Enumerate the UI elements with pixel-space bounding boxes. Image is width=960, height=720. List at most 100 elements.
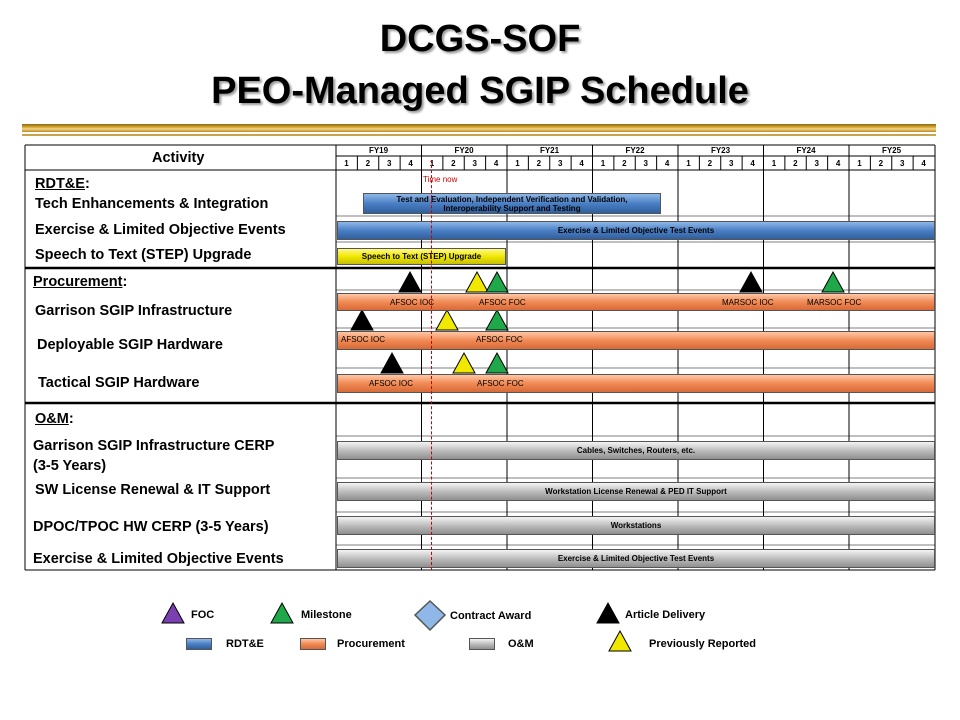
quarter-label: 3 bbox=[558, 159, 563, 168]
bar-sw-license: Workstation License Renewal & PED IT Sup… bbox=[337, 482, 935, 501]
garrison-afsoc-foc-label: AFSOC FOC bbox=[479, 298, 526, 307]
fy-header-label: FY20 bbox=[454, 146, 474, 155]
quarter-label: 4 bbox=[493, 159, 499, 168]
section-label-procurement: Procurement: bbox=[33, 274, 128, 290]
legend-foc-icon bbox=[161, 601, 185, 624]
deployable-article-delivery-marker bbox=[350, 308, 374, 331]
bar-dpoc: Workstations bbox=[337, 516, 935, 535]
tactical-afsoc-foc-label: AFSOC FOC bbox=[477, 379, 524, 388]
quarter-label: 1 bbox=[857, 159, 862, 168]
legend-previously-reported-label: Previously Reported bbox=[649, 638, 756, 650]
quarter-label: 4 bbox=[750, 159, 755, 168]
garrison-milestone-marker bbox=[485, 270, 509, 293]
quarter-label: 3 bbox=[472, 159, 477, 168]
fy-header-label: FY25 bbox=[881, 146, 902, 155]
tactical-afsoc-ioc-label: AFSOC IOC bbox=[369, 379, 414, 388]
row-label-cerp: Garrison SGIP Infrastructure CERP bbox=[33, 438, 275, 454]
quarter-label: 4 bbox=[408, 159, 413, 168]
legend-om-label: O&M bbox=[508, 638, 534, 650]
bar-exercise-rdte: Exercise & Limited Objective Test Events bbox=[337, 221, 935, 240]
row-label-tactical: Tactical SGIP Hardware bbox=[38, 375, 200, 391]
tactical-previously-reported-marker bbox=[452, 351, 476, 374]
bar-step: Speech to Text (STEP) Upgrade bbox=[337, 248, 506, 265]
quarter-label: 1 bbox=[771, 159, 777, 168]
garrison-marsoc-foc-label: MARSOC FOC bbox=[807, 298, 862, 307]
section-label-rdte: RDT&E: bbox=[35, 176, 90, 192]
quarter-label: 1 bbox=[515, 159, 520, 168]
legend-article-delivery-icon bbox=[596, 601, 620, 624]
time-now-label: Time now bbox=[423, 175, 458, 184]
fy-header-label: FY24 bbox=[796, 146, 816, 155]
quarter-label: 3 bbox=[729, 159, 734, 168]
garrison-article-delivery-marker bbox=[739, 270, 763, 293]
legend-rdte-label: RDT&E bbox=[226, 638, 264, 650]
quarter-label: 2 bbox=[622, 159, 627, 168]
legend-foc-label: FOC bbox=[191, 609, 215, 621]
garrison-article-delivery-marker bbox=[398, 270, 422, 293]
legend-om-swatch bbox=[469, 638, 495, 650]
bar-garrison bbox=[337, 293, 935, 311]
quarter-label: 1 bbox=[429, 159, 435, 168]
activity-header: Activity bbox=[152, 150, 205, 166]
garrison-milestone-marker bbox=[821, 270, 845, 293]
bar-deployable bbox=[337, 331, 935, 350]
page-title: DCGS-SOF bbox=[379, 18, 581, 60]
quarter-label: 3 bbox=[387, 159, 392, 168]
garrison-marsoc-ioc-label: MARSOC IOC bbox=[722, 298, 774, 307]
quarter-label: 3 bbox=[900, 159, 905, 168]
fy-header-label: FY23 bbox=[710, 146, 731, 155]
row-label-deployable: Deployable SGIP Hardware bbox=[37, 337, 223, 353]
fy-header-label: FY22 bbox=[625, 146, 645, 155]
row-label-sw-license: SW License Renewal & IT Support bbox=[35, 482, 271, 498]
fy-header-label: FY21 bbox=[539, 146, 560, 155]
legend-milestone-label: Milestone bbox=[301, 609, 352, 621]
milestone-markers bbox=[350, 270, 845, 374]
quarter-label: 4 bbox=[835, 159, 841, 168]
legend-rdte-swatch bbox=[186, 638, 212, 650]
title-divider-thin bbox=[22, 134, 936, 136]
row-label-step: Speech to Text (STEP) Upgrade bbox=[35, 247, 252, 263]
row-label-exercise-om: Exercise & Limited Objective Events bbox=[33, 551, 284, 567]
quarter-label: 2 bbox=[707, 159, 713, 168]
quarter-label: 1 bbox=[600, 159, 606, 168]
row-label-tech-enhancements: Tech Enhancements & Integration bbox=[35, 196, 269, 212]
deployable-milestone-marker bbox=[485, 308, 509, 331]
legend-procurement-swatch bbox=[300, 638, 326, 650]
quarter-label: 3 bbox=[643, 159, 648, 168]
quarter-label: 2 bbox=[451, 159, 456, 168]
legend-contract-award-label: Contract Award bbox=[450, 610, 532, 622]
bar-tech-enhancements: Test and Evaluation, Independent Verific… bbox=[363, 193, 661, 214]
quarter-label: 2 bbox=[793, 159, 798, 168]
grid-lines bbox=[24, 144, 936, 571]
legend-article-delivery-label: Article Delivery bbox=[625, 609, 706, 621]
legend-previously-reported-icon bbox=[608, 629, 632, 652]
bar-cerp: Cables, Switches, Routers, etc. bbox=[337, 441, 935, 460]
deployable-afsoc-foc-label: AFSOC FOC bbox=[476, 335, 523, 344]
legend-procurement-label: Procurement bbox=[337, 638, 405, 650]
quarter-label: 1 bbox=[686, 159, 691, 168]
quarter-label: 2 bbox=[878, 159, 884, 168]
section-label-om: O&M: bbox=[35, 411, 74, 427]
quarter-label: 1 bbox=[344, 159, 349, 168]
deployable-afsoc-ioc-label: AFSOC IOC bbox=[341, 335, 386, 344]
bar-exercise-om: Exercise & Limited Objective Test Events bbox=[337, 549, 935, 568]
garrison-afsoc-ioc-label: AFSOC IOC bbox=[390, 298, 435, 307]
row-label-dpoc: DPOC/TPOC HW CERP (3-5 Years) bbox=[33, 519, 269, 535]
quarter-label: 3 bbox=[814, 159, 819, 168]
row-label-exercise-rdte: Exercise & Limited Objective Events bbox=[35, 222, 286, 238]
quarter-label: 2 bbox=[365, 159, 371, 168]
tactical-article-delivery-marker bbox=[380, 351, 404, 374]
fy-header-label: FY19 bbox=[368, 146, 389, 155]
legend-contract-award-icon bbox=[413, 599, 447, 632]
row-label-cerp-years: (3-5 Years) bbox=[33, 458, 107, 474]
tactical-milestone-marker bbox=[485, 351, 509, 374]
row-label-garrison: Garrison SGIP Infrastructure bbox=[35, 303, 233, 319]
legend-milestone-icon bbox=[270, 601, 294, 624]
page-subtitle: PEO-Managed SGIP Schedule bbox=[211, 70, 749, 112]
quarter-label: 2 bbox=[536, 159, 542, 168]
quarter-label: 4 bbox=[921, 159, 926, 168]
quarter-label: 4 bbox=[579, 159, 584, 168]
quarter-label: 4 bbox=[664, 159, 670, 168]
bar-tactical bbox=[337, 374, 935, 393]
